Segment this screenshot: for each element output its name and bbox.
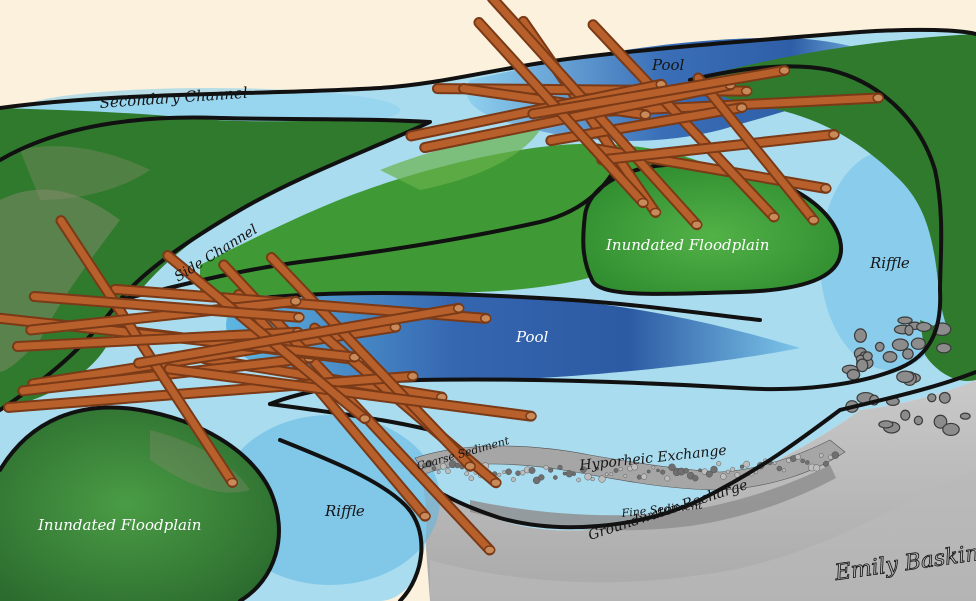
right-vegetation-bank <box>690 34 976 380</box>
label-pool-middle: Pool <box>515 328 549 346</box>
label-riffle-right: Riffle <box>869 254 910 272</box>
label-floodplain-upper: Inundated Floodplain <box>605 236 769 254</box>
woody-debris-middle <box>0 215 537 556</box>
label-floodplain-lower: Inundated Floodplain <box>37 516 201 534</box>
fine-sediment-band <box>470 465 836 531</box>
woody-debris-top <box>405 0 884 231</box>
label-riffle-bottom: Riffle <box>324 502 365 520</box>
label-pool-top: Pool <box>651 56 685 74</box>
cobble-bank <box>841 316 971 437</box>
